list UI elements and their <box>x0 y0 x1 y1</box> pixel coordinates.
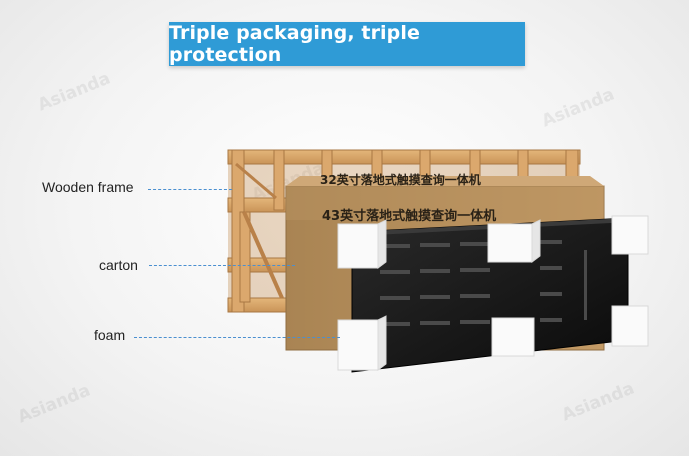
carton-print-front: 43英寸落地式触摸查询一体机 <box>322 208 496 224</box>
foam-leader-line <box>134 337 340 338</box>
banner-title: Triple packaging, triple protection <box>169 22 420 66</box>
wooden-frame-leader-line <box>148 189 232 190</box>
carton-label: carton <box>99 257 138 273</box>
carton-print-back: 32英寸落地式触摸查询一体机 <box>320 172 481 187</box>
wooden-frame-label: Wooden frame <box>42 179 134 195</box>
title-banner: Triple packaging, triple protection <box>169 22 525 66</box>
foam-label: foam <box>94 327 126 343</box>
foam-blocks <box>337 215 649 371</box>
carton-leader-line <box>149 265 295 266</box>
